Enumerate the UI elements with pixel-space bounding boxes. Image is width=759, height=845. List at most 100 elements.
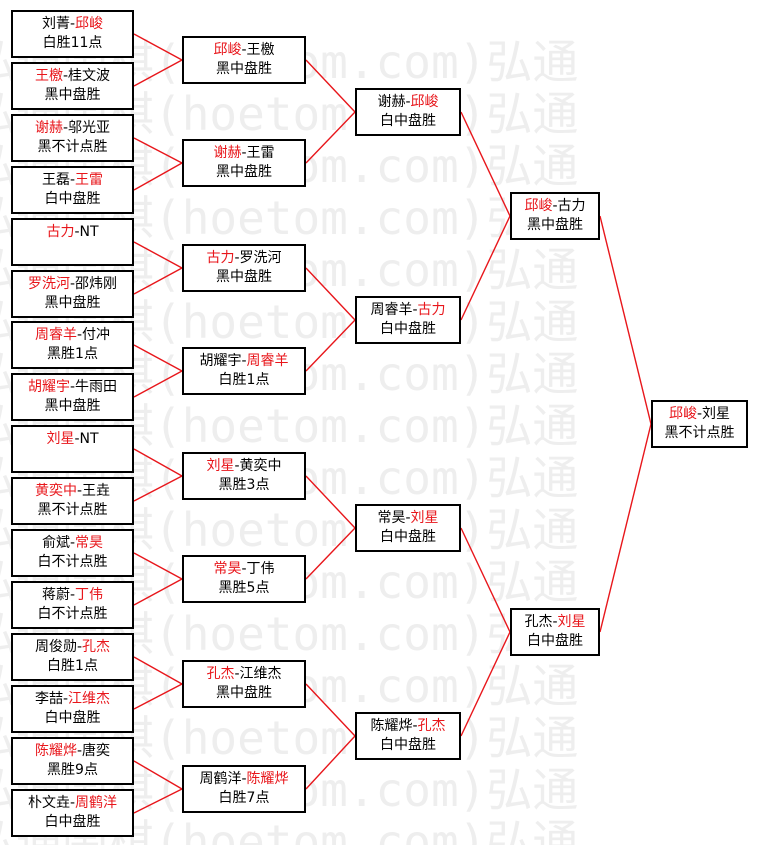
player-name: 王檄 [246,42,275,58]
connector-line [460,111,511,217]
player-name: 胡耀宇 [27,379,70,395]
separator: - [69,172,76,188]
match-result: 黑中盘胜 [44,398,101,414]
player-name: 陈耀烨 [246,771,289,787]
player-name: 牛雨田 [75,379,118,395]
player-name: 刘星 [702,406,731,422]
separator: - [76,327,83,343]
connector-line [133,578,183,606]
match-result: 白中盘胜 [44,710,101,726]
round-4-match: 孔杰-刘星白中盘胜 [510,608,600,656]
round-1-match: 王磊-王雷白中盘胜 [11,166,134,214]
round-1-match: 古力-NT [11,218,134,266]
round-2-match: 孔杰-江维杰黑中盘胜 [182,660,306,708]
separator: - [241,771,247,787]
round-1-match: 刘星-NT [11,425,134,473]
connector-line [305,59,356,113]
player-name: 胡耀宇 [199,353,242,369]
match-result: 黑不计点胜 [37,139,108,155]
player-name: 刘星 [410,510,439,526]
round-3-match: 谢赫-邱峻白中盘胜 [355,88,461,136]
player-name: 邬光亚 [68,120,111,136]
match-result: 白中盘胜 [380,529,436,545]
player-names: 刘菁-邱峻 [42,15,103,34]
connector-line [305,319,356,372]
player-name: 邱峻 [213,42,242,58]
match-result: 白中盘胜 [380,321,436,337]
round-1-match: 刘菁-邱峻白胜11点 [11,10,134,58]
player-name: 谢赫 [213,145,242,161]
round-2-match: 刘星-黄奕中黑胜3点 [182,452,306,500]
match-result: 黑中盘胜 [216,164,272,180]
player-name: 王雷 [75,172,104,188]
separator: - [74,224,80,240]
connector-line [305,527,356,580]
player-names: 周俊勋-孔杰 [35,638,110,657]
player-names: 常昊-丁伟 [213,560,274,579]
connector-line [460,631,511,737]
separator: - [241,561,247,577]
player-names: 罗洗河-邵炜刚 [28,275,117,294]
separator: - [405,510,411,526]
connector-line [133,788,183,814]
separator: - [234,458,240,474]
match-result: 黑中盘胜 [216,61,272,77]
player-name: 桂文波 [68,68,111,84]
player-name: 古力 [46,224,75,240]
player-name: 罗洗河 [239,250,282,266]
player-name: 孔杰 [417,718,446,734]
connector-line [133,552,183,580]
player-name: 谢赫 [34,120,63,136]
player-name: 邱峻 [668,406,697,422]
separator: - [241,42,247,58]
connector-line [133,448,183,477]
separator: - [62,691,69,707]
player-name: 邱峻 [524,198,553,214]
player-name: 邱峻 [410,94,439,110]
player-name: 俞斌 [41,535,70,551]
player-name: 孔杰 [524,614,553,630]
separator: - [69,535,76,551]
player-name: 江维杰 [239,666,282,682]
match-result: 白不计点胜 [37,606,108,622]
player-names: 胡耀宇-周睿羊 [199,352,288,371]
player-name: 黄奕中 [34,483,77,499]
connector-line [305,735,356,790]
match-result: 黑中盘胜 [44,295,101,311]
player-names: 蒋蔚-丁伟 [42,586,103,605]
player-names: 谢赫-邱峻 [377,93,438,112]
connector-line [460,215,511,321]
match-result: 黑不计点胜 [664,425,735,441]
player-name: 刘星 [206,458,235,474]
match-result: 白胜1点 [218,372,270,388]
player-names: 王磊-王雷 [42,171,103,190]
player-name: 江维杰 [68,691,111,707]
separator: - [62,120,69,136]
player-names: 谢赫-邬光亚 [35,119,110,138]
match-result: 黑胜3点 [218,477,270,493]
match-result: 白中盘胜 [380,737,436,753]
player-name: 刘星 [557,614,586,630]
match-result: 黑不计点胜 [37,502,108,518]
player-name: 王雷 [246,145,275,161]
separator: - [412,718,418,734]
connector-line [133,137,183,164]
round-1-match: 罗洗河-邵炜刚黑中盘胜 [11,270,134,318]
connector-line [133,344,183,372]
match-result: 白胜11点 [42,35,103,51]
match-result: 白中盘胜 [44,814,101,830]
separator: - [76,743,83,759]
player-name: 邱峻 [75,16,104,32]
separator: - [69,276,76,292]
connector-line [133,475,183,502]
player-names: 谢赫-王雷 [213,144,274,163]
round-1-match: 朴文垚-周鹤洋白中盘胜 [11,789,134,837]
player-names: 朴文垚-周鹤洋 [28,794,117,813]
player-name: NT [79,431,99,447]
round-1-match: 周俊勋-孔杰白胜1点 [11,633,134,681]
player-name: 王垚 [82,483,111,499]
player-name: 周睿羊 [246,353,289,369]
player-name: 周睿羊 [370,302,413,318]
match-result: 白中盘胜 [527,633,583,649]
player-name: 付冲 [82,327,111,343]
